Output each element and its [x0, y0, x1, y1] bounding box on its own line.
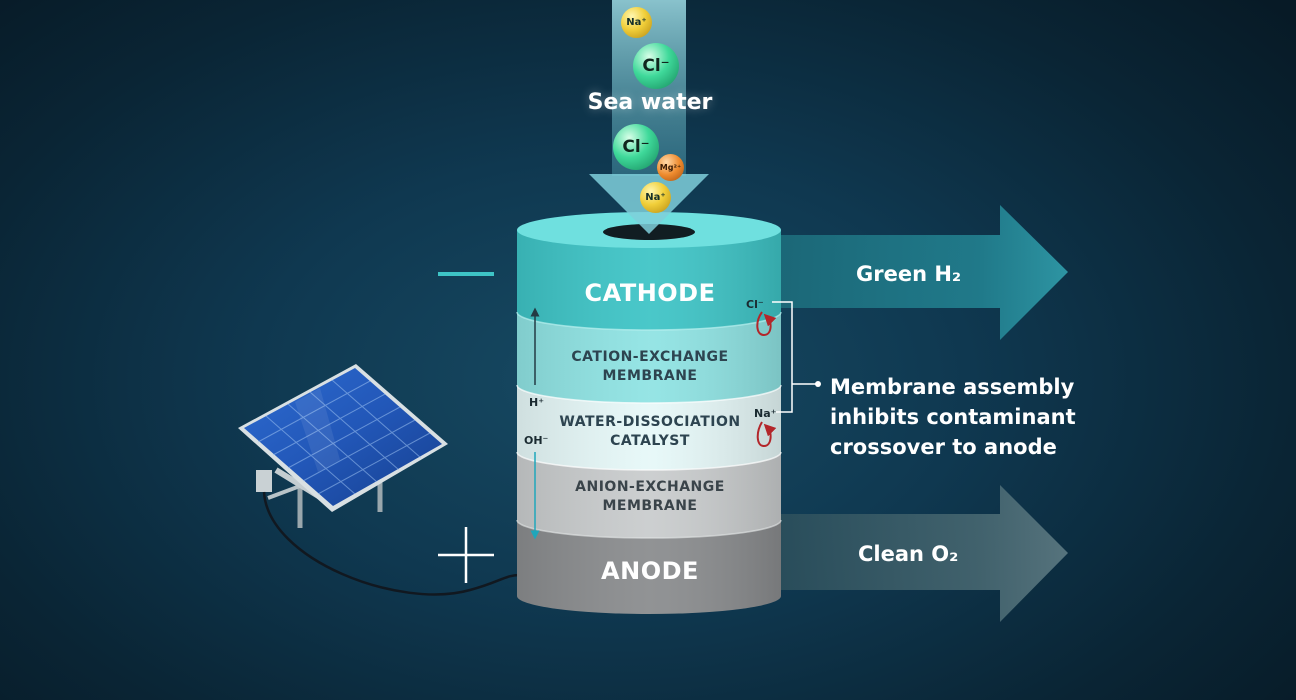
note-line1: Membrane assembly — [830, 375, 1075, 399]
cation-membrane-line2: MEMBRANE — [602, 368, 698, 384]
catalyst-line1: WATER-DISSOCIATION — [559, 414, 741, 430]
anion-membrane-line2: MEMBRANE — [602, 498, 698, 514]
proton-label: H⁺ — [529, 396, 545, 409]
magnesium-ion-ball: Mg²⁺ — [657, 154, 684, 181]
anion-membrane-line1: ANION-EXCHANGE — [575, 479, 725, 495]
solar-panel-icon — [238, 364, 521, 596]
cation-exchange-membrane-label: CATION-EXCHANGE MEMBRANE — [520, 348, 780, 386]
hydrogen-output-label: Green H₂ — [856, 262, 962, 286]
sodium-ion-ball: Na⁺ — [640, 182, 671, 213]
chloride-label: Cl⁻ — [746, 298, 764, 311]
anode-label: ANODE — [601, 557, 699, 585]
water-dissociation-catalyst-label: WATER-DISSOCIATION CATALYST — [520, 413, 780, 451]
note-line2: inhibits contaminant — [830, 405, 1076, 429]
sodium-label: Na⁺ — [754, 407, 777, 420]
catalyst-line2: CATALYST — [610, 433, 690, 449]
note-line3: crossover to anode — [830, 435, 1057, 459]
oxygen-output-arrow — [770, 485, 1068, 622]
electrolyzer-stack — [516, 212, 782, 614]
sodium-rejection-arrow — [756, 421, 777, 448]
note-bracket — [772, 301, 821, 413]
cathode-label: CATHODE — [584, 279, 716, 307]
sodium-ion-ball: Na⁺ — [621, 7, 652, 38]
positive-terminal-icon — [438, 527, 494, 583]
hydrogen-output-arrow — [770, 205, 1068, 340]
chloride-rejection-arrow — [756, 311, 777, 337]
chloride-ion-ball: Cl⁻ — [613, 124, 659, 170]
oxygen-output-label: Clean O₂ — [858, 542, 959, 566]
membrane-note: Membrane assembly inhibits contaminant c… — [830, 372, 1076, 462]
hydroxide-label: OH⁻ — [524, 434, 549, 447]
chloride-ion-ball: Cl⁻ — [633, 43, 679, 89]
cation-membrane-line1: CATION-EXCHANGE — [571, 349, 729, 365]
seawater-label: Sea water — [587, 90, 713, 115]
anion-exchange-membrane-label: ANION-EXCHANGE MEMBRANE — [520, 478, 780, 516]
